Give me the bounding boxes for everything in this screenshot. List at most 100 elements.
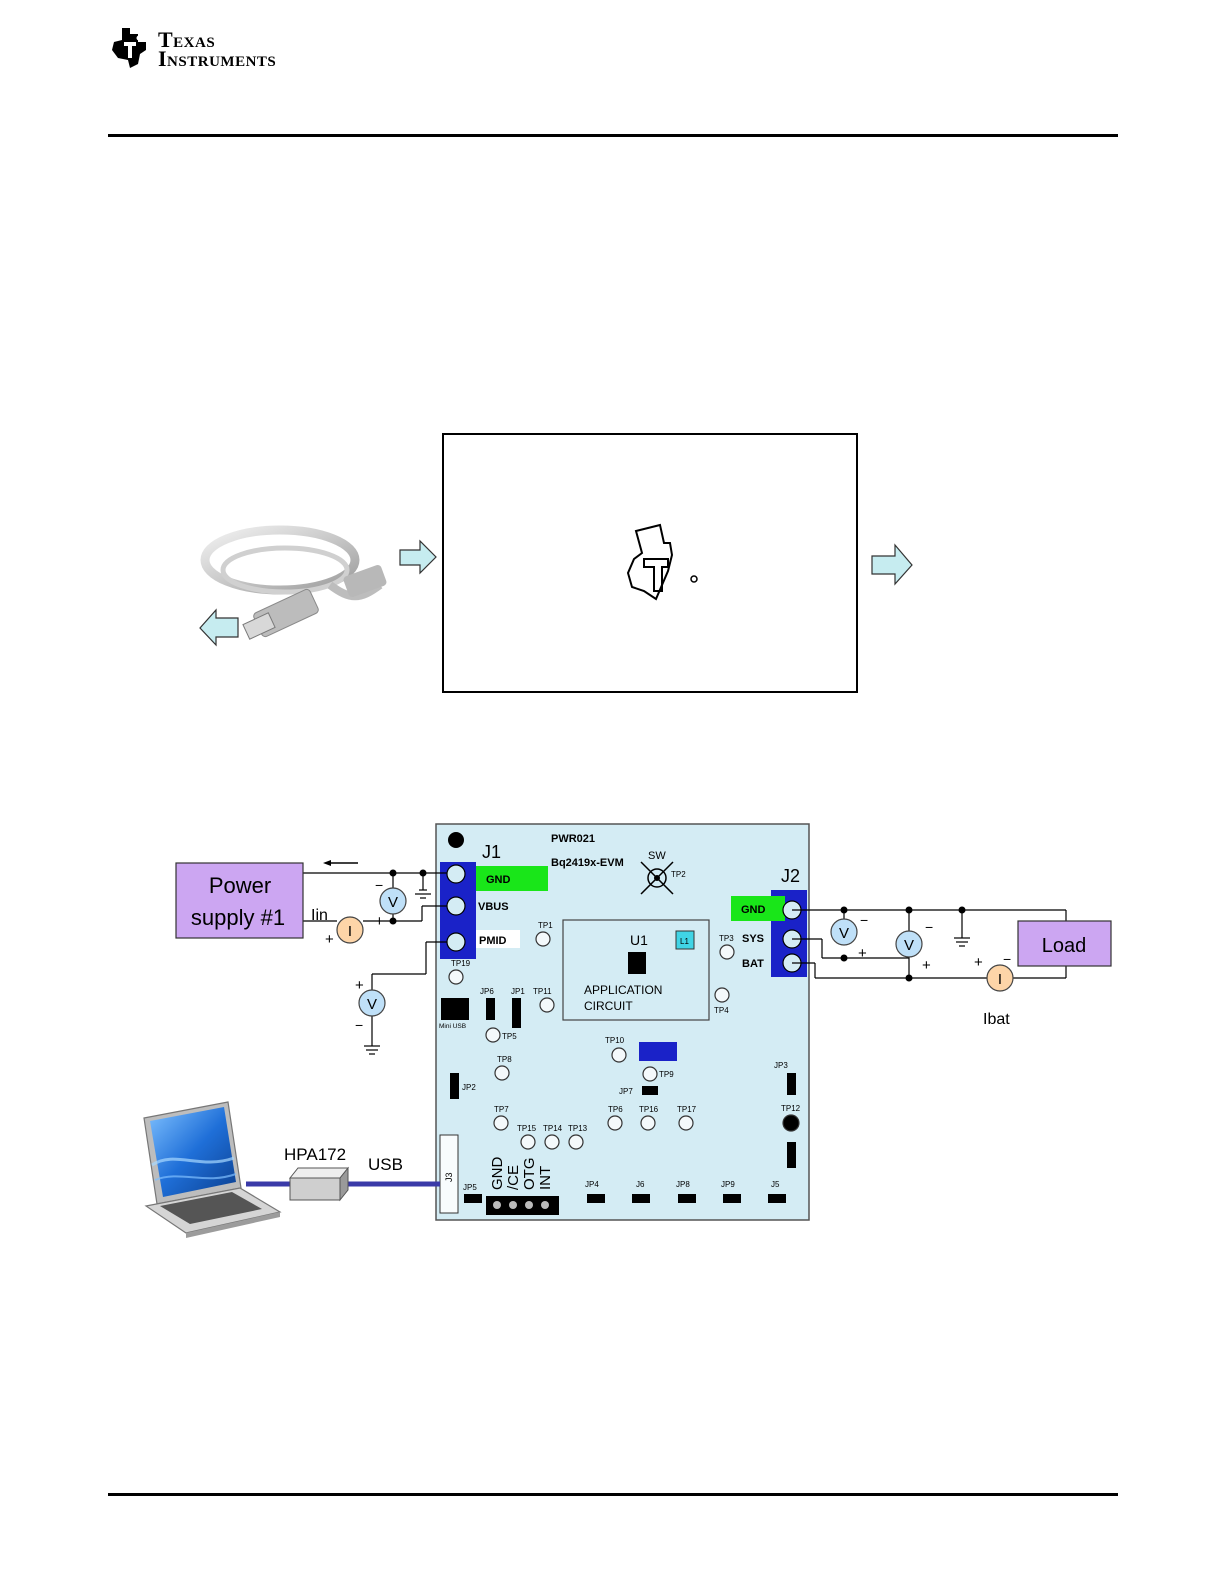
ammeter-bat: I xyxy=(986,964,1014,992)
load-box xyxy=(1017,920,1112,967)
tp-label: TP1 xyxy=(538,921,553,930)
plus-sign: + xyxy=(922,957,931,974)
mini-usb-label: Mini USB xyxy=(439,1023,466,1030)
gnd2-tag xyxy=(731,896,785,921)
jumper-labels: JP6 JP1 JP2 JP7 JP3 JP5 JP4 J6 JP8 JP9 J… xyxy=(462,987,788,1192)
gnd1-label: GND xyxy=(486,874,511,886)
arrow-right xyxy=(871,543,913,586)
tp-label: TP13 xyxy=(568,1124,588,1133)
junction-dot xyxy=(840,954,848,962)
test-points xyxy=(448,931,800,1150)
meter-letter: I xyxy=(998,971,1002,988)
plus-sign: + xyxy=(974,954,983,971)
ti-logo: Texas Instruments xyxy=(108,24,308,74)
gnd1-tag xyxy=(476,866,548,891)
vbus-label: VBUS xyxy=(478,901,509,913)
minus-sign: − xyxy=(860,912,868,928)
pin-label: OTG xyxy=(521,1158,538,1191)
pin-label: INT xyxy=(537,1166,554,1190)
tp2-label: TP2 xyxy=(671,870,686,879)
l1-label: L1 xyxy=(680,937,689,946)
tp-label: TP19 xyxy=(451,959,471,968)
test-point-labels: TP1 TP19 TP11 TP3 TP4 TP5 TP8 TP10 TP9 T… xyxy=(451,921,801,1133)
plus-sign: + xyxy=(858,945,867,962)
pmid-tag xyxy=(476,930,520,948)
voltmeter-bat: V xyxy=(895,930,923,958)
tp-label: TP7 xyxy=(494,1105,509,1114)
active-led xyxy=(639,1042,677,1061)
junction-dot xyxy=(389,917,397,925)
ti-emblem-icon xyxy=(626,523,698,601)
tp-label: TP15 xyxy=(517,1124,537,1133)
junction-dot xyxy=(905,906,913,914)
tp-label: TP14 xyxy=(543,1124,563,1133)
j2-label: J2 xyxy=(781,866,800,886)
meter-letter: V xyxy=(839,925,849,942)
arrow-to-box xyxy=(399,539,437,575)
tp-label: TP10 xyxy=(605,1036,625,1045)
ibat-label: Ibat xyxy=(983,1011,1010,1028)
hpa-label: HPA172 xyxy=(284,1145,346,1164)
tp-label: TP5 xyxy=(502,1032,517,1041)
junction-dot xyxy=(958,906,966,914)
minus-sign: − xyxy=(355,1017,363,1033)
gnd2-label: GND xyxy=(741,904,766,916)
pwr-label: PWR021 xyxy=(551,833,595,845)
tp-label: TP6 xyxy=(608,1105,623,1114)
meter-letter: V xyxy=(904,937,914,954)
junction-dot xyxy=(389,869,397,877)
brand-line2: Instruments xyxy=(158,46,277,71)
load-label: Load xyxy=(1042,935,1087,957)
minus-sign: − xyxy=(375,877,383,893)
tp-label: TP4 xyxy=(714,1006,729,1015)
hpa172-adapter xyxy=(288,1166,350,1202)
ti-logo-icon xyxy=(112,28,146,68)
l1-tag xyxy=(675,930,695,950)
pin-label: /CE xyxy=(505,1165,522,1190)
tp-label: TP9 xyxy=(659,1070,674,1079)
tp-label: TP8 xyxy=(497,1055,512,1064)
j2-screws xyxy=(782,900,802,973)
app-line1: APPLICATION xyxy=(584,983,662,997)
tp-label: TP12 xyxy=(781,1104,801,1113)
minus-sign: − xyxy=(925,919,933,935)
jp-label: JP4 xyxy=(585,1180,599,1189)
jumpers xyxy=(441,998,796,1203)
tp-label: TP3 xyxy=(719,934,734,943)
footer-rule xyxy=(108,1493,1118,1496)
voltmeter-in: V xyxy=(379,887,407,915)
power-supply-line2: supply #1 xyxy=(191,905,285,930)
iin-label: Iin xyxy=(311,907,328,924)
jp-label: JP1 xyxy=(511,987,525,996)
minus-sign: − xyxy=(1003,951,1011,967)
ammeter-in: I xyxy=(336,916,364,944)
jp-label: J6 xyxy=(636,1180,645,1189)
power-supply-box xyxy=(175,862,304,939)
laptop-image xyxy=(143,1101,282,1238)
jp-label: JP8 xyxy=(676,1180,690,1189)
sys-label: SYS xyxy=(742,933,764,945)
pmid-label: PMID xyxy=(479,935,507,947)
junction-dot xyxy=(905,974,913,982)
meter-letter: V xyxy=(388,894,398,911)
tp-label: TP11 xyxy=(533,987,552,996)
left-wiring xyxy=(303,872,447,1055)
junction-dot xyxy=(419,869,427,877)
jp-label: JP6 xyxy=(480,987,494,996)
plus-sign: + xyxy=(375,913,384,930)
switch-icon xyxy=(640,861,674,895)
j3-label: J3 xyxy=(444,1172,454,1182)
plus-sign: + xyxy=(355,977,364,994)
j1-label: J1 xyxy=(482,842,501,862)
tp-label: TP17 xyxy=(677,1105,697,1114)
voltmeter-pmid: V xyxy=(358,989,386,1017)
junction-dot xyxy=(840,906,848,914)
jp-label: JP7 xyxy=(619,1087,633,1096)
jp-label: JP3 xyxy=(774,1061,788,1070)
mount-hole xyxy=(448,832,464,848)
pin-labels: GND /CE OTG INT xyxy=(489,1157,554,1191)
model-label: Bq2419x-EVM xyxy=(551,857,624,869)
power-supply-line1: Power xyxy=(209,873,271,898)
usb-cable-image xyxy=(200,525,387,640)
